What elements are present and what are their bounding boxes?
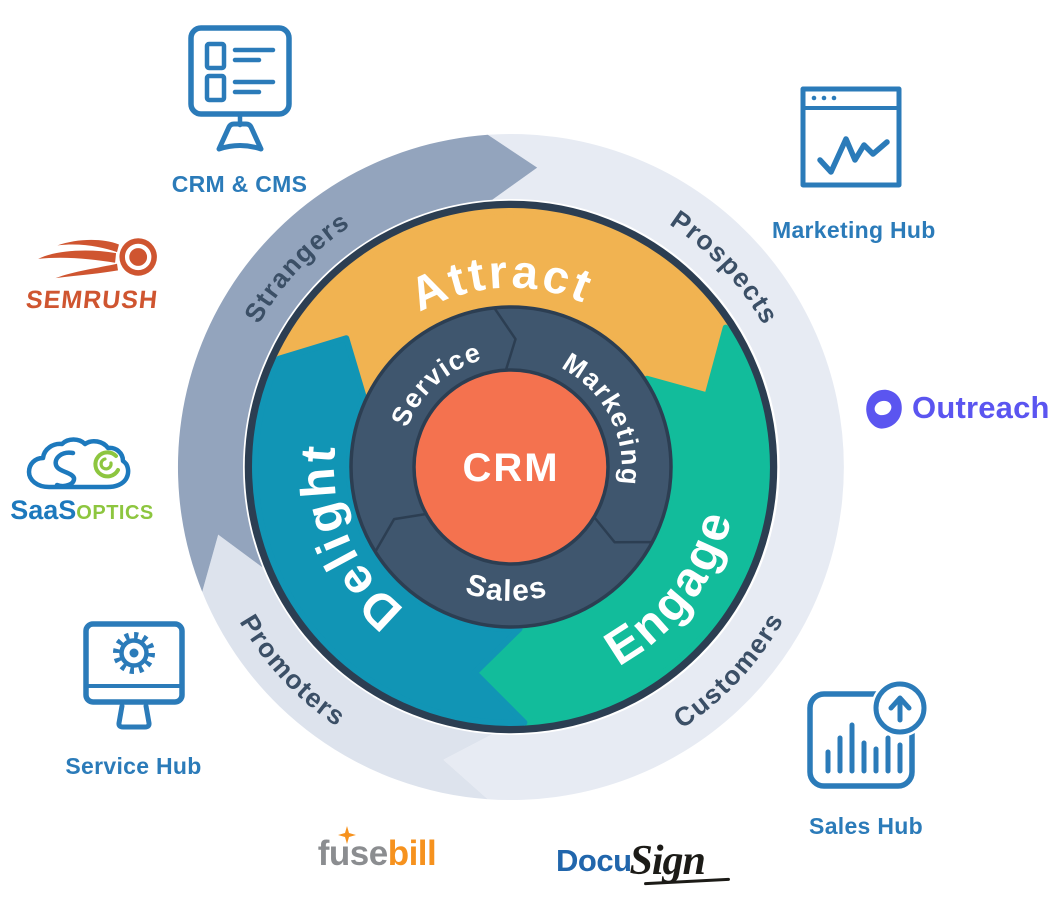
crm-cms-icon xyxy=(187,25,292,152)
marketing-hub-label: Marketing Hub xyxy=(772,217,936,243)
outer-ring-dark-segment xyxy=(177,134,538,592)
marketing-hub-logo: Marketing Hub xyxy=(772,84,936,244)
outer-ring-shaded-segment xyxy=(202,534,493,800)
fusebill-spark-icon xyxy=(338,826,356,844)
semrush-logo: SEMRUSH xyxy=(8,231,176,315)
saasoptics-logo: SaaS OPTICS xyxy=(8,436,156,526)
flywheel-outer-border xyxy=(244,200,778,734)
fusebill-label-fuse: fuse xyxy=(317,834,388,873)
service-hub-logo: Service Hub xyxy=(56,620,211,780)
fusebill-label-bill: bill xyxy=(387,834,437,873)
docusign-logo: Docu Sign xyxy=(556,834,736,885)
semrush-icon xyxy=(37,238,157,279)
service-hub-icon xyxy=(82,621,185,730)
flywheel-diagram: CRM Attract Engage Delight Marketing Ser… xyxy=(177,134,844,800)
attract-segment xyxy=(276,208,729,402)
outreach-label: Outreach xyxy=(912,390,1050,425)
docusign-label-sign: Sign xyxy=(629,838,706,884)
service-hub-label: Service Hub xyxy=(65,753,202,779)
outreach-logo: Outreach xyxy=(858,384,1054,432)
inner-ring-divider xyxy=(374,512,427,553)
semrush-label: SEMRUSH xyxy=(24,286,160,314)
saasoptics-icon xyxy=(26,437,130,490)
crm-center-circle xyxy=(412,368,610,566)
saasoptics-label-saas: SaaS xyxy=(10,495,77,525)
engage-segment xyxy=(471,324,770,726)
fusebill-logo: fusebill xyxy=(302,826,452,874)
saasoptics-label-optics: OPTICS xyxy=(76,502,154,524)
inner-ring-divider xyxy=(593,516,653,544)
sales-hub-icon xyxy=(807,679,929,789)
delight-segment xyxy=(252,335,528,726)
crm-cms-label: CRM & CMS xyxy=(171,171,308,197)
outreach-icon xyxy=(866,389,902,429)
docusign-label-docu: Docu xyxy=(556,843,632,878)
inner-ring-divider xyxy=(493,307,517,371)
sales-hub-label: Sales Hub xyxy=(809,813,923,839)
sales-hub-logo: Sales Hub xyxy=(788,678,944,840)
marketing-hub-icon xyxy=(800,86,902,188)
crm-center-label: CRM xyxy=(462,446,559,490)
crm-cms-logo: CRM & CMS xyxy=(162,24,317,198)
